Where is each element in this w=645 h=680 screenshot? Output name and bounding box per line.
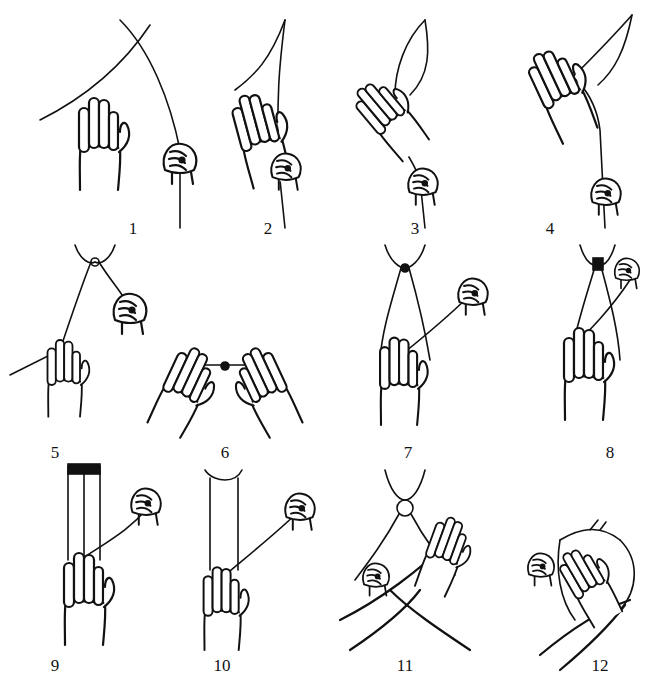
- step-number: 3: [411, 220, 420, 237]
- step-number: 9: [51, 657, 60, 674]
- step-number: 8: [606, 444, 615, 461]
- step-number: 6: [221, 444, 230, 461]
- step-10-figure: [204, 470, 315, 650]
- step-number: 11: [397, 657, 413, 674]
- step-number: 7: [404, 444, 413, 461]
- step-4-figure: [523, 15, 632, 228]
- step-number: 10: [214, 657, 231, 674]
- step-9-figure: [64, 464, 161, 645]
- step-number: 1: [129, 220, 138, 237]
- step-number: 4: [546, 220, 555, 237]
- step-8-figure: [564, 245, 639, 420]
- step-7-figure: [380, 245, 488, 425]
- step-number: 5: [51, 444, 60, 461]
- step-1-figure: [40, 20, 196, 228]
- step-number: 2: [264, 220, 273, 237]
- step-2-figure: [229, 20, 301, 228]
- step-12-figure: [528, 520, 634, 670]
- step-3-figure: [349, 20, 438, 228]
- step-5-figure: [10, 245, 146, 417]
- step-number: 12: [592, 657, 609, 674]
- step-11-figure: [340, 470, 480, 650]
- step-6-figure: [147, 343, 304, 442]
